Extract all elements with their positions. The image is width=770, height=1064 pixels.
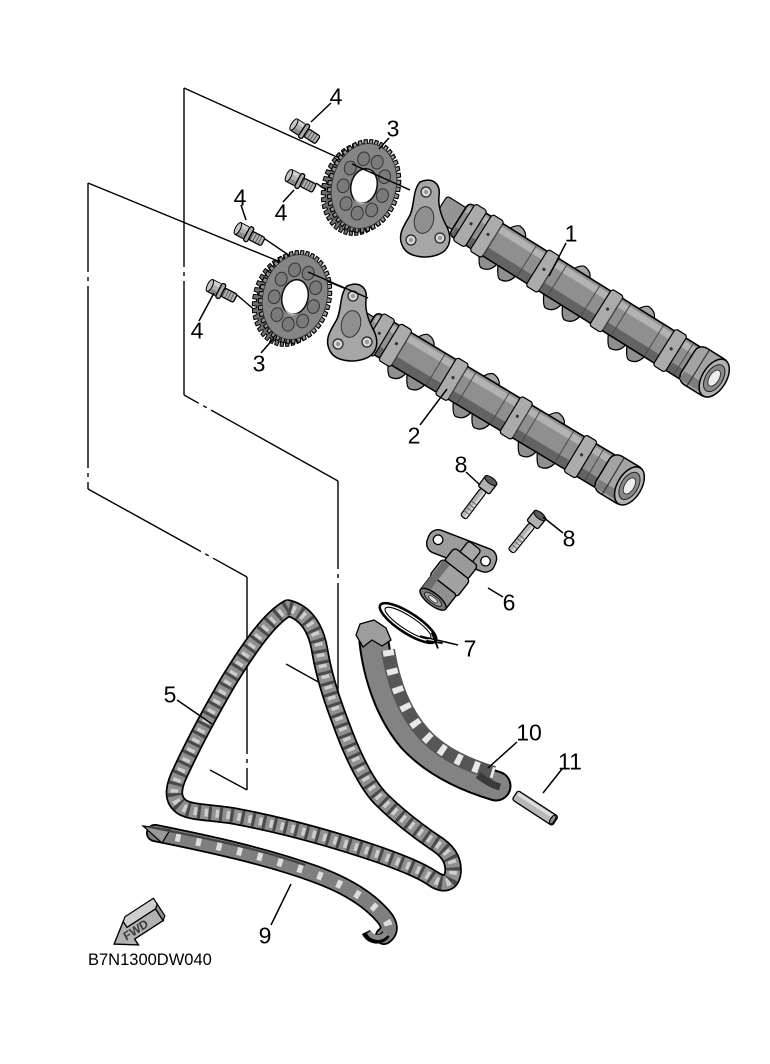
- svg-text:11: 11: [558, 748, 582, 774]
- svg-text:4: 4: [234, 184, 247, 210]
- svg-text:2: 2: [408, 422, 421, 448]
- svg-text:5: 5: [164, 681, 177, 707]
- svg-text:9: 9: [259, 922, 272, 948]
- svg-text:10: 10: [516, 719, 542, 745]
- svg-text:8: 8: [455, 451, 468, 477]
- svg-text:4: 4: [275, 199, 288, 225]
- svg-text:B7N1300DW040: B7N1300DW040: [88, 951, 212, 969]
- svg-text:4: 4: [330, 83, 343, 109]
- svg-text:3: 3: [387, 115, 400, 141]
- svg-text:1: 1: [565, 220, 578, 246]
- svg-text:3: 3: [253, 350, 266, 376]
- svg-text:4: 4: [191, 317, 204, 343]
- svg-text:7: 7: [464, 635, 477, 661]
- svg-text:6: 6: [503, 589, 516, 615]
- svg-text:8: 8: [563, 525, 576, 551]
